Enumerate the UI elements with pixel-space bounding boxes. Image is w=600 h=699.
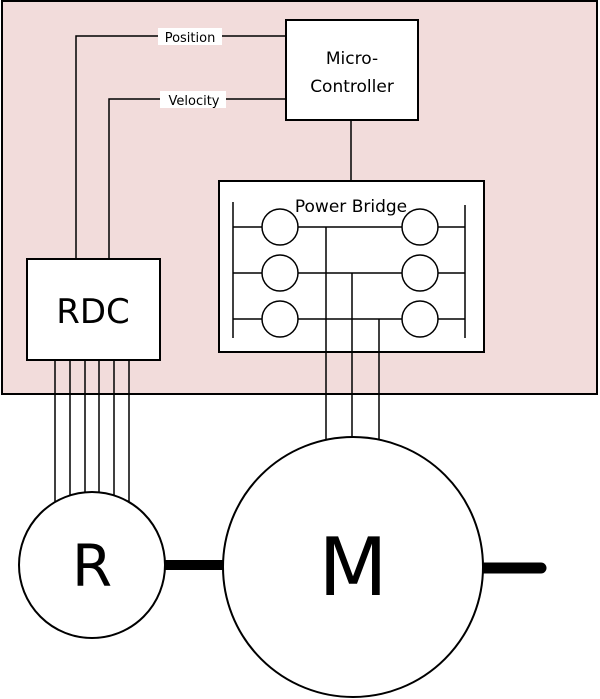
resolver-wires (54, 360, 130, 502)
switch-6 (401, 300, 439, 338)
rdc-label: RDC (56, 292, 130, 332)
position-label: Position (165, 31, 216, 46)
power-bridge-label: Power Bridge (295, 197, 407, 217)
resolver-label: R (72, 532, 112, 600)
resolver (18, 491, 166, 639)
velocity-wire (108, 98, 286, 259)
switch-5 (401, 254, 439, 292)
velocity-label-bg (160, 91, 226, 108)
microcontroller-label-line2: Controller (310, 77, 394, 97)
switch-1 (261, 208, 299, 246)
switch-3 (261, 300, 299, 338)
motor (222, 436, 484, 698)
microcontroller-label-line1: Micro- (326, 49, 378, 69)
switch-2 (261, 254, 299, 292)
velocity-label: Velocity (169, 94, 220, 109)
position-label-bg (158, 28, 222, 45)
microcontroller-block (285, 19, 419, 121)
motor-label: M (318, 521, 387, 614)
switch-4 (401, 208, 439, 246)
switches (261, 208, 439, 338)
rdc-block (26, 258, 161, 361)
